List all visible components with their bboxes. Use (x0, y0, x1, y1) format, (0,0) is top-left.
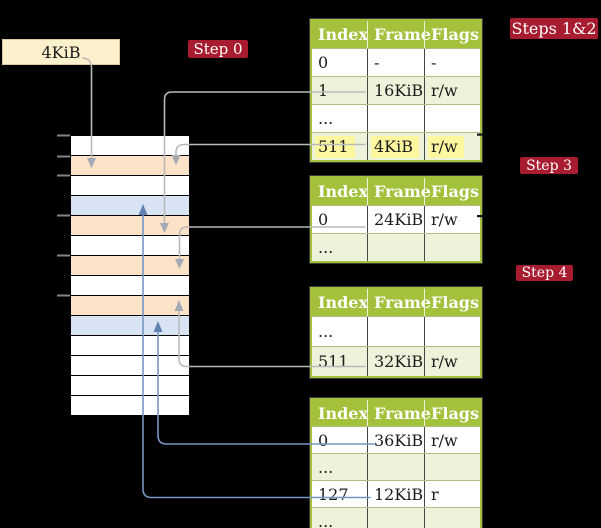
table-cell: 32KiB (367, 347, 424, 376)
memory-row-orange (71, 216, 189, 236)
root-frame-box: 4KiB (2, 39, 120, 65)
badge-step-4-label: Step 4 (521, 265, 568, 281)
badge-step-3-label: Step 3 (526, 157, 572, 174)
table-cell (424, 317, 480, 346)
table-cell: 0 (318, 430, 329, 450)
table-header-cell: Frame (367, 178, 431, 205)
highlighted-value: r/w (428, 135, 464, 158)
table-cell (367, 317, 424, 346)
table-cell: r/w (424, 133, 480, 160)
memory-row-white (71, 136, 189, 156)
table-cell: ... (318, 238, 334, 257)
table-cell: 127 (318, 484, 349, 504)
table-cell (424, 234, 480, 261)
table-cell: 16KiB (367, 77, 424, 104)
table-cell: 0 (318, 53, 329, 72)
table-row: ... (312, 507, 480, 528)
table-cell (424, 105, 480, 132)
memory-row-orange (71, 156, 189, 176)
table-cell (424, 454, 480, 480)
badge-step-0-label: Step 0 (193, 40, 243, 58)
table-cell: 12KiB (367, 481, 424, 507)
memory-row-orange (71, 296, 189, 316)
memory-row-blue (71, 316, 189, 336)
table-cell: 4KiB (367, 133, 424, 160)
badge-step-4: Step 4 (516, 265, 573, 281)
memory-row-white (71, 176, 189, 196)
table-cell (367, 508, 424, 528)
memory-row-blue (71, 196, 189, 216)
table-header-cell: Index (318, 293, 369, 312)
memory-tick-marks (57, 134, 70, 297)
table-header-cell: Frame (367, 289, 431, 316)
table-header-cell: Flags (424, 289, 480, 316)
table-cell: 0 (318, 210, 329, 229)
table-header-cell: Frame (367, 21, 431, 48)
table-cell: r/w (424, 206, 480, 233)
table-cell: r/w (424, 427, 480, 453)
table-cell (367, 105, 424, 132)
table-cell: 511 (318, 352, 349, 371)
table-cell (367, 234, 424, 261)
table-header-cell: Index (318, 25, 369, 44)
table-row: ... (312, 233, 480, 261)
table-cell: 511 (312, 133, 367, 160)
table-row: ... (312, 104, 480, 132)
table-cell: - (424, 49, 480, 76)
badge-steps-1-2: Steps 1&2 (510, 18, 598, 39)
root-frame-label: 4KiB (41, 42, 81, 62)
table-cell: ... (318, 457, 334, 477)
table-header-cell: Flags (424, 21, 480, 48)
memory-row-white (71, 396, 189, 415)
memory-row-white (71, 276, 189, 296)
table-cell: 1 (318, 81, 329, 100)
memory-row-white (71, 356, 189, 376)
table-header-cell: Frame (367, 400, 431, 426)
table-header-cell: Index (318, 403, 369, 423)
table-row: ... (312, 453, 480, 480)
badge-step-0: Step 0 (188, 40, 248, 58)
table-cell (367, 454, 424, 480)
table-row: 511 4KiB r/w (312, 132, 480, 160)
table-header-cell: Flags (424, 178, 480, 205)
table-header-cell: Flags (424, 400, 480, 426)
badge-step-3: Step 3 (520, 157, 578, 174)
table-cell: ... (318, 511, 334, 528)
memory-row-orange (71, 256, 189, 276)
table-cell: ... (318, 109, 334, 128)
table-cell: r (424, 481, 480, 507)
memory-row-white (71, 376, 189, 396)
table-cell: 24KiB (367, 206, 424, 233)
memory-row-white (71, 336, 189, 356)
highlighted-value: 511 (315, 135, 355, 158)
memory-column (70, 135, 190, 416)
table-row: ... (312, 316, 480, 346)
table-header-cell: Index (318, 182, 369, 201)
table-cell: 36KiB (367, 427, 424, 453)
table-row: 0 -- (312, 48, 480, 76)
table-cell: ... (318, 322, 334, 341)
memory-row-white (71, 236, 189, 256)
table-cell: r/w (424, 77, 480, 104)
table-cell: - (367, 49, 424, 76)
table-cell: r/w (424, 347, 480, 376)
table-cell (424, 508, 480, 528)
badge-steps-1-2-label: Steps 1&2 (511, 19, 597, 38)
highlighted-value: 4KiB (371, 135, 420, 158)
